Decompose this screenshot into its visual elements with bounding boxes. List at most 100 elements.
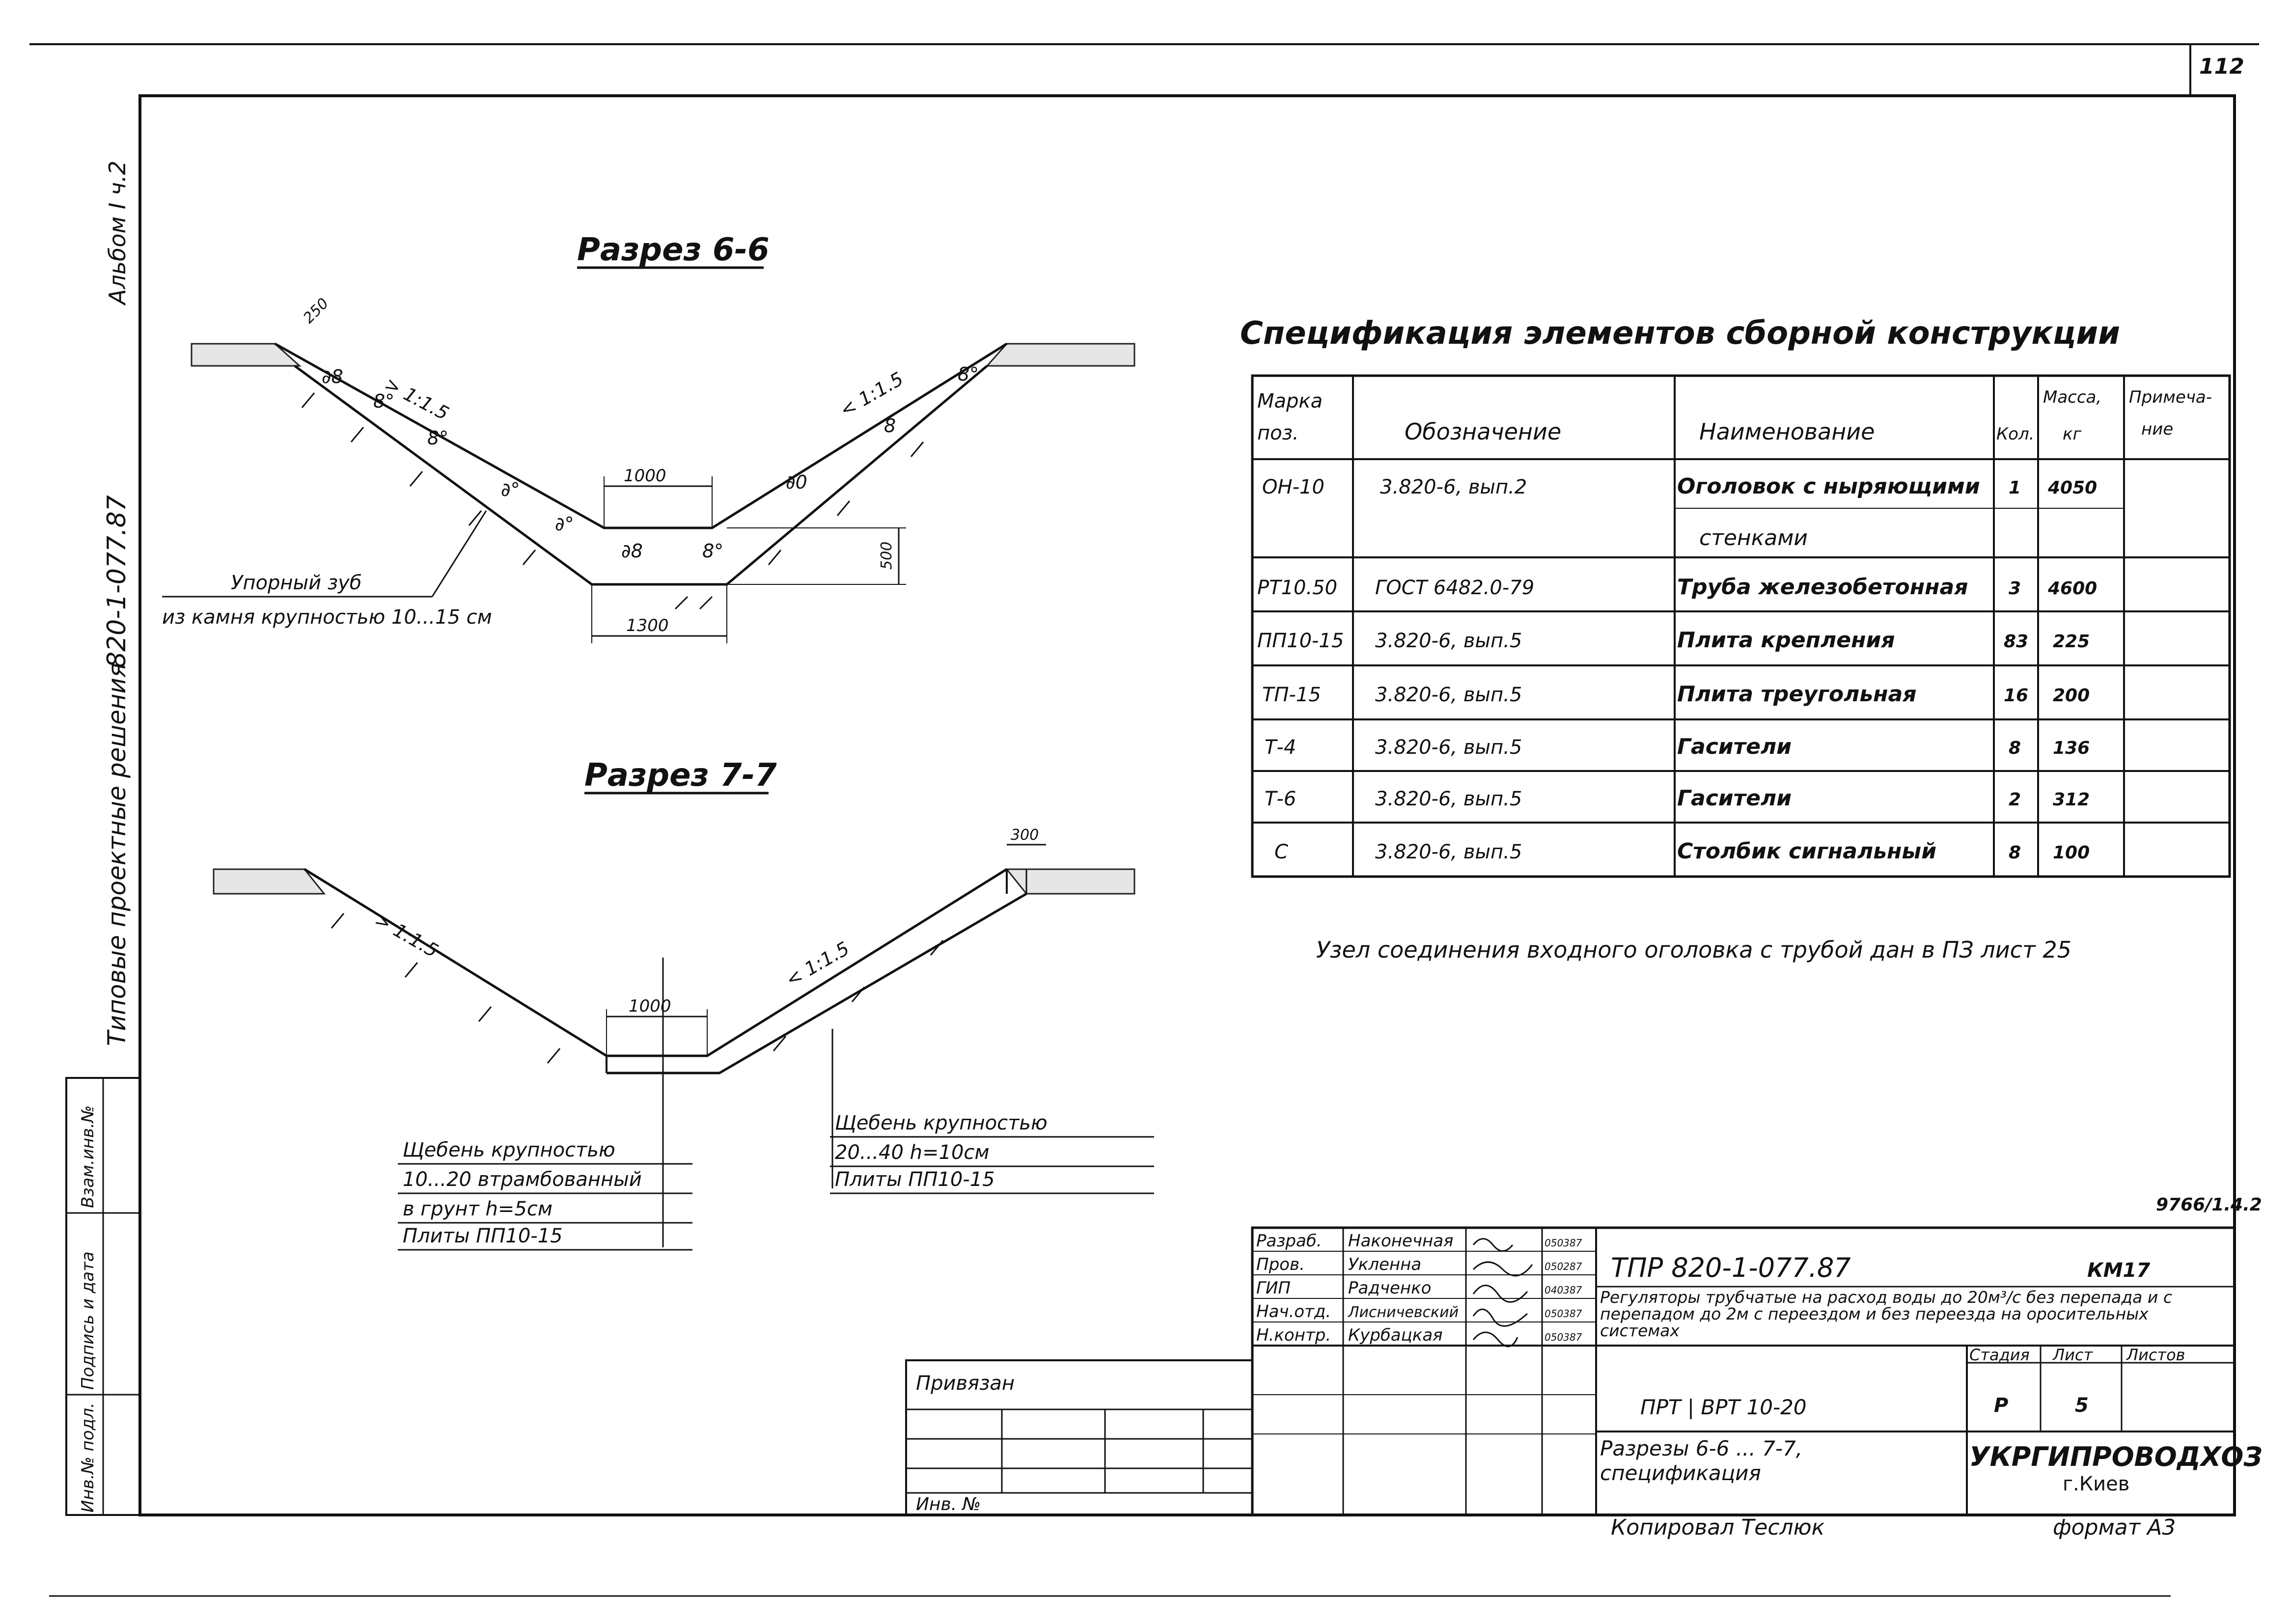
spec-cell-mark: ПП10-15 — [1257, 630, 1344, 652]
spec-cell-qty: 8 — [2009, 843, 2021, 863]
spec-cell-designation: 3.820-6, вып.2 — [1380, 476, 1527, 498]
org-name: УКРГИПРОВОДХОЗ — [1969, 1441, 2263, 1472]
spec-header-mark-2: поз. — [1257, 422, 1299, 444]
name-5: Курбацкая — [1348, 1325, 1443, 1345]
signature-scribbles — [1472, 1238, 1533, 1348]
ledge-dim-6: 250 — [300, 295, 332, 327]
spec-header-mass: Масса, — [2043, 387, 2101, 407]
ground-left-6 — [191, 343, 302, 367]
section-7-7: Разрез 7-7 > 1:1.5 < 1:1.5 1000 300 Щебе… — [213, 757, 1154, 1251]
svg-text:8°: 8° — [373, 390, 394, 412]
note-right-7: Щебень крупностью 20...40 h=10см Плиты П… — [830, 1112, 1154, 1194]
spec-cell-mark: ОН-10 — [1262, 476, 1325, 498]
spec-cell-designation: 3.820-6, вып.5 — [1375, 684, 1522, 706]
sheet-value: 5 — [2075, 1394, 2089, 1417]
lining-outer-6 — [274, 342, 1008, 529]
connection-note: Узел соединения входного оголовка с труб… — [1316, 936, 2071, 963]
spec-cell-mass: 225 — [2053, 632, 2090, 652]
spec-cell-name: Гасители — [1677, 734, 1792, 759]
spec-cell-designation: 3.820-6, вып.5 — [1375, 630, 1522, 652]
callout-line1-6: Упорный зуб — [231, 572, 361, 594]
spec-cell-mark: Т-6 — [1265, 788, 1296, 810]
spec-row: ТП-15 3.820-6, вып.5 Плита треугольная 1… — [1262, 682, 2090, 707]
spec-cell-qty: 2 — [2009, 790, 2021, 810]
spec-cell-mass: 4600 — [2047, 578, 2097, 599]
spec-header-name: Наименование — [1699, 418, 1875, 445]
sheet-title: Разрезы 6-6 ... 7-7, спецификация — [1600, 1436, 1803, 1485]
footer-copied: Копировал Теслюк — [1611, 1515, 1825, 1540]
callout-line2-6: из камня крупностью 10...15 см — [162, 606, 492, 629]
svg-text:∂°: ∂° — [501, 479, 520, 500]
sheet-header: Лист — [2052, 1346, 2093, 1364]
spec-row: Т-4 3.820-6, вып.5 Гасители 8 136 — [1265, 734, 2090, 759]
spec-row: ПП10-15 3.820-6, вып.5 Плита крепления 8… — [1257, 628, 2090, 653]
date-5: 050387 — [1545, 1331, 1582, 1343]
note-right-line1: Щебень крупностью — [835, 1112, 1048, 1134]
spec-cell-designation: 3.820-6, вып.5 — [1375, 841, 1522, 863]
slope-right-7: < 1:1.5 — [782, 937, 853, 991]
note-right-line2: 20...40 h=10см — [835, 1141, 990, 1164]
spec-cell-mark: С — [1274, 841, 1288, 863]
svg-text:∂°: ∂° — [555, 513, 574, 535]
left-stamp: Взам.инв.№ Подпись и дата Инв.№ подл. — [65, 1077, 141, 1516]
spec-row: ОН-10 3.820-6, вып.2 Оголовок с ныряющим… — [1262, 474, 2097, 499]
sheet-number: 112 — [2199, 54, 2244, 79]
name-1: Наконечная — [1348, 1231, 1454, 1251]
note-left-7: Щебень крупностью 10...20 втрамбованный … — [398, 1139, 692, 1251]
note-left-line3: в грунт h=5см — [403, 1198, 552, 1220]
hatching-6 — [301, 392, 924, 610]
album-label: Альбом Ⅰ ч.2 — [104, 161, 131, 306]
spec-header-designation: Обозначение — [1405, 418, 1561, 445]
slope-left-line-7 — [304, 868, 607, 1057]
inv-label: Инв. № — [916, 1494, 981, 1514]
spec-cell-designation: 3.820-6, вып.5 — [1375, 788, 1522, 810]
doc-code: ТПР 820-1-077.87 — [1611, 1252, 1851, 1283]
spec-header-mass-2: кг — [2063, 424, 2082, 444]
spec-cell-qty: 83 — [2004, 632, 2028, 652]
spec-cell-designation: 3.820-6, вып.5 — [1375, 736, 1522, 759]
privyazan-label: Привязан — [916, 1372, 1015, 1395]
svg-text:8°: 8° — [702, 540, 723, 562]
spec-cell-qty: 8 — [2009, 738, 2021, 758]
section-6-6: Разрез 6-6 ∂88°8° ∂°∂°∂8 8°∂08 8° > 1:1.… — [162, 232, 1135, 643]
date-3: 040387 — [1545, 1284, 1582, 1296]
svg-text:8°: 8° — [427, 427, 448, 449]
stamp-podpis: Подпись и дата — [78, 1251, 98, 1390]
spec-cell-qty: 1 — [2009, 478, 2021, 498]
spec-table: Спецификация элементов сборной конструкц… — [1240, 315, 2231, 878]
dim-top-6: 1000 — [624, 466, 666, 486]
dim-bottom-6: 1300 — [626, 616, 669, 635]
svg-text:8°: 8° — [958, 363, 979, 385]
sheet-title-box: Разрезы 6-6 ... 7-7, спецификация — [1600, 1436, 1803, 1485]
spec-cell-name: Плита крепления — [1677, 628, 1895, 653]
role-3: ГИП — [1256, 1278, 1291, 1298]
name-3: Радченко — [1348, 1278, 1431, 1298]
name-2: Укленна — [1348, 1255, 1421, 1274]
spec-cell-mass: 4050 — [2047, 478, 2097, 498]
spec-row: стенками — [1699, 525, 1808, 551]
role-1: Разраб. — [1256, 1231, 1322, 1251]
description: Регуляторы трубчатые на расход воды до 2… — [1600, 1289, 2172, 1340]
stamp-inv: Инв.№ подл. — [78, 1403, 98, 1513]
spec-title: Спецификация элементов сборной конструкц… — [1240, 315, 2120, 352]
spec-header-qty: Кол. — [1996, 424, 2034, 444]
stage-value: Р — [1994, 1394, 2008, 1417]
spec-cell-qty: 3 — [2009, 578, 2021, 599]
date-4: 050387 — [1545, 1308, 1582, 1320]
variant: ПРТ | ВРТ 10-20 — [1640, 1395, 1807, 1419]
role-2: Пров. — [1256, 1255, 1305, 1274]
spec-cell-designation: ГОСТ 6482.0-79 — [1375, 577, 1534, 599]
left-margin-labels: Альбом Ⅰ ч.2 820-1-077.87 Типовые проект… — [102, 161, 132, 1046]
series-label: 820-1-077.87 — [102, 495, 132, 668]
sheets-header: Листов — [2126, 1346, 2185, 1364]
spec-cell-name: Столбик сигнальный — [1677, 839, 1936, 864]
spec-header-note-2: ние — [2141, 419, 2173, 439]
spec-cell-name: стенками — [1699, 525, 1808, 551]
svg-text:∂8: ∂8 — [621, 540, 643, 562]
date-1: 050387 — [1545, 1237, 1582, 1249]
spec-cell-mass: 200 — [2053, 686, 2090, 706]
spec-row: С 3.820-6, вып.5 Столбик сигнальный 8 10… — [1274, 839, 2090, 864]
spec-cell-mark: Т-4 — [1265, 736, 1296, 759]
section-6-6-title: Разрез 6-6 — [577, 232, 770, 268]
note-left-line1: Щебень крупностью — [403, 1139, 615, 1161]
